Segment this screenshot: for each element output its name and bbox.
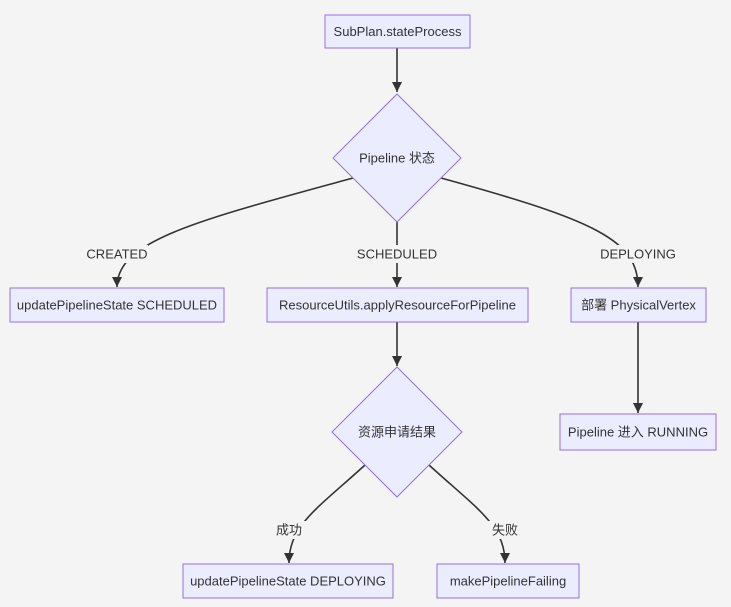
- edge-created: [112, 177, 354, 288]
- edge-success: [284, 464, 366, 564]
- node-start: SubPlan.stateProcess: [324, 14, 471, 49]
- node-apply-resource: ResourceUtils.applyResourceForPipeline: [266, 287, 529, 323]
- edge-deploying: [440, 177, 643, 288]
- node-running: Pipeline 进入 RUNNING: [559, 413, 717, 451]
- node-pipeline-state-decision: Pipeline 状态: [332, 93, 462, 223]
- node-fail-action-label: makePipelineFailing: [450, 574, 566, 589]
- node-deploy-vertex-label: 部署 PhysicalVertex: [581, 298, 696, 313]
- edge-label-created-text: CREATED: [86, 247, 147, 262]
- edge-label-deploying-text: DEPLOYING: [600, 247, 676, 262]
- node-running-label: Pipeline 进入 RUNNING: [568, 425, 708, 440]
- node-deploy-vertex: 部署 PhysicalVertex: [570, 287, 707, 323]
- edge-label-success-text: 成功: [276, 523, 302, 538]
- edge-label-scheduled: SCHEDULED: [357, 245, 437, 263]
- edge-label-fail: 失败: [488, 521, 522, 539]
- node-pipeline-state-label: Pipeline 状态: [359, 151, 435, 166]
- edge-label-deploying: DEPLOYING: [600, 245, 676, 263]
- node-created-action: updatePipelineState SCHEDULED: [9, 287, 225, 323]
- edge-label-scheduled-text: SCHEDULED: [357, 247, 437, 262]
- node-start-label: SubPlan.stateProcess: [334, 24, 462, 39]
- edge-label-success: 成功: [272, 521, 306, 539]
- node-resource-result-decision: 资源申请结果: [331, 366, 463, 498]
- edge-label-fail-text: 失败: [492, 523, 518, 538]
- node-success-action-label: updatePipelineState DEPLOYING: [190, 574, 386, 589]
- node-fail-action: makePipelineFailing: [436, 563, 580, 599]
- edge-label-created: CREATED: [86, 245, 148, 263]
- node-resource-result-label: 资源申请结果: [358, 425, 436, 440]
- edge-fail: [428, 464, 510, 564]
- node-success-action: updatePipelineState DEPLOYING: [182, 563, 394, 599]
- node-apply-resource-label: ResourceUtils.applyResourceForPipeline: [279, 298, 516, 313]
- node-created-action-label: updatePipelineState SCHEDULED: [17, 298, 217, 313]
